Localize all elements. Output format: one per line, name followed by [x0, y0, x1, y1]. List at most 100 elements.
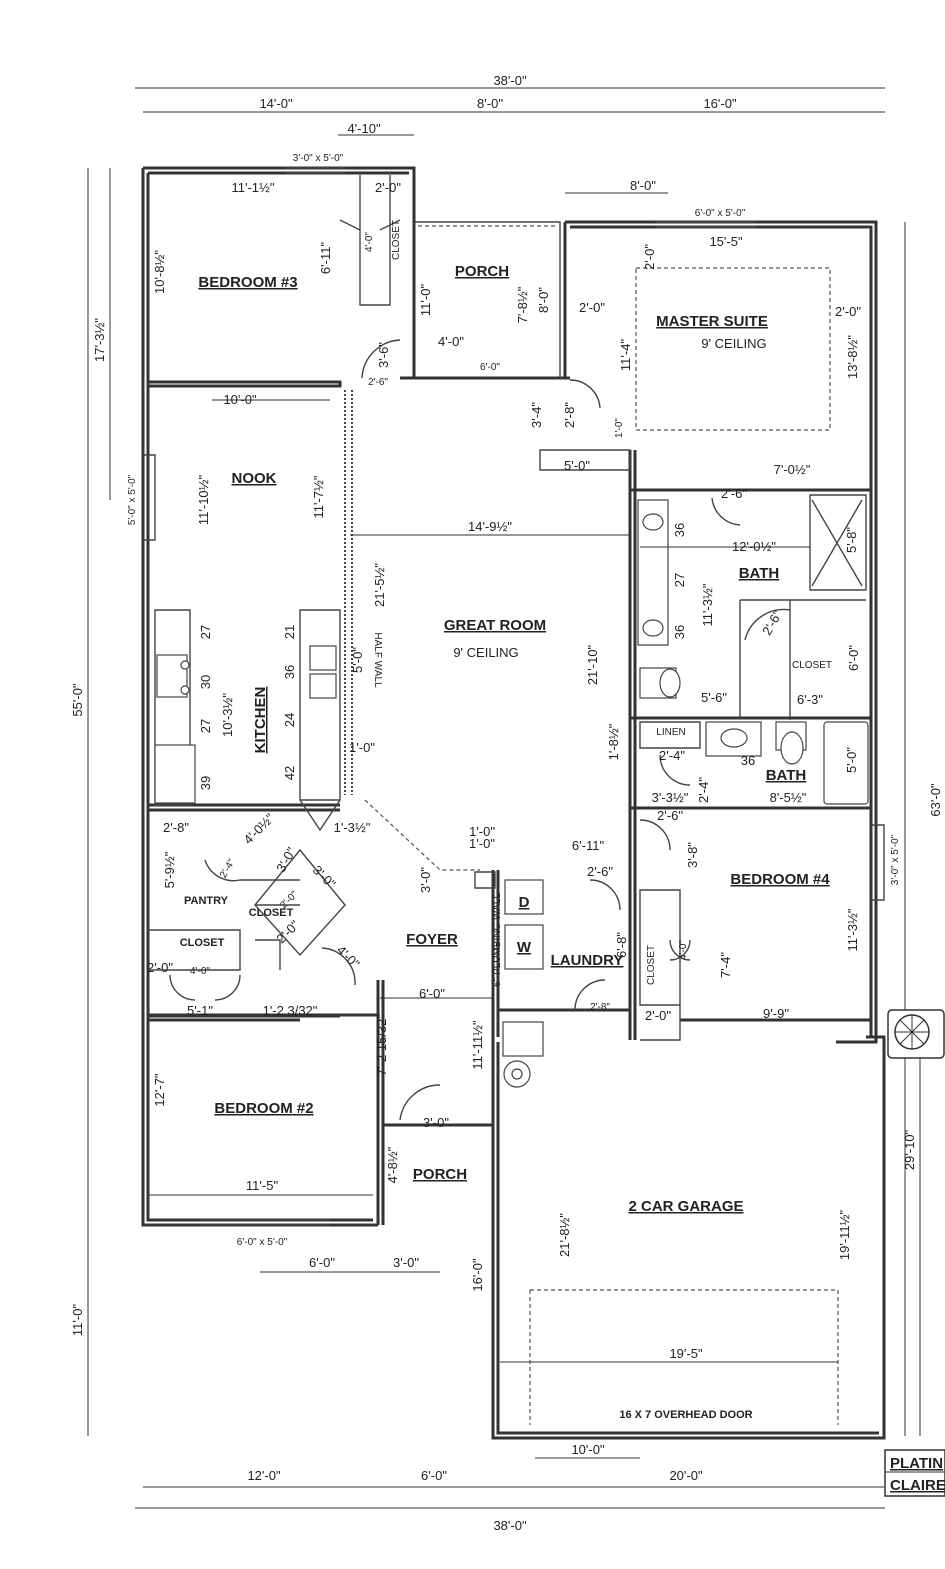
dim-garage-depth: 21'-8½": [557, 1213, 572, 1257]
dimension-labels: 38'-0" 14'-0" 8'-0" 16'-0" 4'-10" 8'-0" …: [147, 73, 861, 1533]
dim-top-mid: 8'-0": [477, 96, 503, 111]
room-label-laundry: LAUNDRY: [551, 952, 624, 969]
dim-linen-18: 1'-8½": [606, 723, 621, 760]
dim-half-wall-len: 5'-0": [350, 647, 365, 673]
dimension-labels-vertical: 10'-8½" 6'-11" 4'-0" 11'-0" 7'-8½" 8'-0"…: [70, 232, 943, 1336]
title-block: PLATIN CLAIRE: [884, 1449, 945, 1497]
dim-top-right: 16'-0": [703, 96, 737, 111]
dim-bed3-closet-door: 4'-0": [364, 232, 375, 252]
dim-bed4-38: 3'-8": [685, 842, 700, 868]
dim-bed3-width: 11'-1½": [232, 180, 275, 195]
title-line2: CLAIRE: [890, 1477, 945, 1494]
dim-master-hall2: 1'-0": [614, 418, 625, 438]
dim-bath-door: 2'-6": [721, 486, 747, 501]
dim-great-width: 14'-9½": [468, 519, 512, 534]
dim-window-master: 6'-0" x 5'-0": [695, 208, 746, 219]
dim-closet-door-mb: 2'-6": [759, 607, 785, 637]
dim-bottom-200: 20'-0": [669, 1468, 703, 1483]
title-line1: PLATIN: [890, 1455, 943, 1472]
plumbing-wall-label: 6" PLUMBING WALL: [492, 893, 503, 987]
dim-k-39: 39: [198, 776, 213, 790]
meter-symbol: [887, 1009, 945, 1059]
dim-bed2-width: 11'-5": [246, 1178, 279, 1193]
dim-k-24: 24: [282, 713, 297, 727]
dim-linen-24: 2'-4": [659, 748, 685, 763]
dim-porch-depth: 11'-0": [418, 284, 433, 317]
dim-hall-10a: 1'-0": [469, 824, 495, 839]
dim-bed4-74: 7'-4": [718, 952, 733, 978]
room-label-bed4-closet: CLOSET: [646, 945, 657, 985]
dim-k-30: 30: [198, 675, 213, 689]
dim-top-left: 14'-0": [259, 96, 293, 111]
dim-nook-width: 10'-0": [223, 392, 257, 407]
room-label-bed3-closet: CLOSET: [391, 220, 402, 260]
dim-bed2-depth: 12'-7": [152, 1073, 167, 1107]
great-room-ceiling-note: 9' CEILING: [453, 645, 518, 660]
dim-bottom-120: 12'-0": [247, 1468, 281, 1483]
dim-kitchen-depth: 10'-3½": [220, 693, 235, 737]
dim-bath-width: 12'-0½": [732, 539, 776, 554]
dim-bed2-72: 7'-2 15/32": [374, 1014, 389, 1076]
room-label-bedroom4: BEDROOM #4: [730, 871, 830, 888]
dim-closet-40: 4'-0": [190, 966, 210, 977]
dim-porch-w2: 6'-0": [480, 362, 500, 373]
room-label-great-room: GREAT ROOM: [444, 617, 546, 634]
dim-great-depth2: 21'-10": [585, 644, 600, 685]
dim-hall-bath-33: 3'-3½": [652, 790, 689, 805]
dim-master-door: 2'-8": [562, 402, 577, 428]
dim-k-27a: 27: [198, 625, 213, 639]
dim-bed4-width: 9'-9": [763, 1006, 789, 1021]
room-label-master-suite: MASTER SUITE: [656, 313, 768, 330]
dim-bed2-51: 5'-1": [187, 1003, 213, 1018]
room-labels: BEDROOM #3 PORCH MASTER SUITE 9' CEILING…: [180, 220, 832, 1421]
room-label-pantry: PANTRY: [184, 895, 229, 907]
room-label-hall-bath: BATH: [766, 767, 807, 784]
dim-garage-depth2: 19'-11½": [837, 1210, 852, 1261]
dim-closet-mb-depth: 6'-0": [846, 645, 861, 671]
dim-foyer-1111: 11'-11½": [470, 1020, 485, 1070]
dim-closet-mb-w: 6'-3": [797, 692, 823, 707]
dim-kitchen-angle: 4'-0½": [241, 810, 278, 847]
washer-label: W: [517, 939, 532, 956]
door-swings: [169, 339, 791, 1121]
dim-closet-20a: 2'-0": [278, 889, 300, 911]
room-label-bedroom2: BEDROOM #2: [214, 1100, 313, 1117]
interior-details: [143, 167, 885, 1425]
dim-k-21: 21: [282, 625, 297, 639]
dim-pantry-30: 3'-0": [273, 844, 299, 874]
dim-window-bed2: 6'-0" x 5'-0": [237, 1237, 288, 1248]
dim-bath-36b: 36: [672, 625, 687, 639]
room-label-garage: 2 CAR GARAGE: [628, 1198, 743, 1215]
dim-master-2ft-b: 2'-0": [579, 300, 605, 315]
dim-bed3-closet-d: 6'-11": [318, 242, 333, 275]
dim-master-depth: 11'-4": [618, 339, 633, 372]
room-label-foyer: FOYER: [406, 931, 458, 948]
dim-k-42: 42: [282, 766, 297, 780]
dim-master-offset: 8'-0": [630, 178, 656, 193]
room-label-bedroom3: BEDROOM #3: [198, 274, 297, 291]
dim-hall-bath-door: 2'-4": [696, 777, 711, 803]
dim-hall-bath-w: 8'-5½": [770, 790, 807, 805]
dim-bed4-closet: 4'-0": [678, 940, 689, 960]
dim-hall-bath-50: 5'-0": [844, 747, 859, 773]
dim-porch-depth2: 7'-8½": [515, 286, 530, 323]
dim-great-depth: 21'-5½": [372, 563, 387, 607]
half-wall-label: HALF WALL: [372, 632, 383, 688]
dim-bed3-closet-w: 2'-0": [375, 180, 401, 195]
room-label-foyer-closet: CLOSET: [180, 937, 225, 949]
dim-bottom-60: 6'-0": [421, 1468, 447, 1483]
dim-bed3-offset: 4'-10": [347, 121, 381, 136]
dim-right-2910: 29'-10": [902, 1129, 917, 1170]
dim-foyer-30b: 3'-0": [418, 867, 433, 893]
dim-master-width: 15'-5": [709, 234, 743, 249]
room-label-front-porch: PORCH: [413, 1166, 467, 1183]
dim-garage-width: 19'-5": [669, 1346, 703, 1361]
dim-bath-27: 27: [672, 573, 687, 587]
dim-right-630: 63'-0": [928, 783, 943, 817]
dim-foyer-40: 4'-0": [334, 942, 363, 971]
dim-master-depth2: 13'-8½": [845, 335, 860, 379]
dim-hall-611: 6'-11": [572, 838, 605, 853]
dim-laundry-26: 2'-6": [587, 864, 613, 879]
dim-bath-depth: 11'-3½": [700, 583, 715, 626]
dim-bath-56: 5'-6": [701, 690, 727, 705]
